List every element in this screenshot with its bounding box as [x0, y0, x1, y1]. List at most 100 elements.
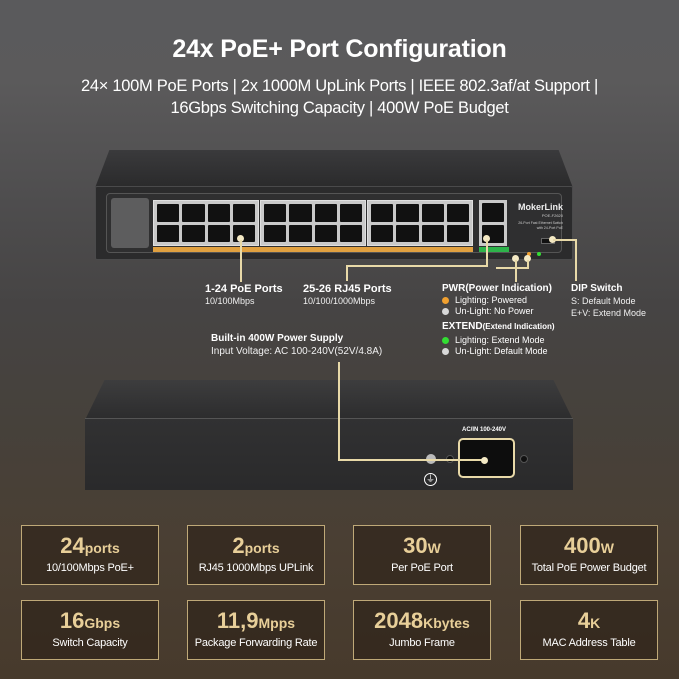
extend-legend-off-text: Un-Light: Default Mode — [455, 346, 548, 356]
ground-symbol-icon: ⏚ — [424, 473, 437, 486]
spec-value: 400W — [564, 533, 614, 558]
rj45-port-icon — [264, 204, 287, 222]
feature-summary-line-2: 16Gbps Switching Capacity | 400W PoE Bud… — [170, 99, 509, 117]
port-block-1 — [153, 200, 259, 246]
extend-title-suffix: (Extend Indication) — [482, 322, 555, 331]
spec-card-per-port-power: 30W Per PoE Port — [353, 525, 491, 585]
rj45-port-icon — [264, 224, 287, 242]
rj45-port-icon — [371, 204, 394, 222]
rj45-port-icon — [421, 204, 444, 222]
spec-card-switch-capacity: 16Gbps Switch Capacity — [21, 600, 159, 660]
spec-card-jumbo-frame: 2048Kbytes Jumbo Frame — [353, 600, 491, 660]
pwr-legend-powered: Lighting: Powered — [442, 295, 527, 305]
callout-line-uplink-drop — [346, 265, 348, 281]
rj45-port-icon — [446, 204, 469, 222]
spec-label: Total PoE Power Budget — [531, 562, 647, 574]
dip-switch-title: DIP Switch — [571, 283, 623, 294]
pwr-legend-no-power: Un-Light: No Power — [442, 306, 534, 316]
spec-label: Package Forwarding Rate — [194, 637, 318, 649]
dip-switch-default: S: Default Mode — [571, 296, 636, 306]
rj45-port-icon — [396, 204, 419, 222]
callout-line-poe — [240, 240, 242, 282]
grey-led-icon — [442, 307, 449, 315]
vent-grille — [111, 198, 149, 248]
callout-line-extend — [527, 260, 529, 268]
power-supply-voltage: Input Voltage: AC 100-240V(52V/4.8A) — [211, 346, 383, 357]
power-supply-title: Built-in 400W Power Supply — [211, 333, 344, 344]
rj45-port-icon — [421, 224, 444, 242]
pwr-legend-powered-text: Lighting: Powered — [455, 295, 528, 305]
rj45-port-icon — [289, 204, 312, 222]
rj45-port-icon — [289, 224, 312, 242]
spec-card-mac-table: 4K MAC Address Table — [520, 600, 658, 660]
spec-label: 10/100Mbps PoE+ — [46, 562, 134, 574]
pwr-led-icon — [527, 252, 531, 256]
spec-card-poe-ports: 24ports 10/100Mbps PoE+ — [21, 525, 159, 585]
callout-line-dip-h — [553, 239, 577, 241]
orange-led-icon — [442, 296, 449, 304]
rj45-port-icon — [207, 224, 230, 242]
callout-dot-poe — [237, 235, 244, 242]
brand-logo: MokerLink — [517, 202, 563, 212]
callout-dot-power — [481, 457, 488, 464]
rear-top-cover — [85, 380, 573, 420]
feature-summary-line-1: 24× 100M PoE Ports | 2x 1000M UpLink Por… — [81, 77, 598, 95]
page-title: 24x PoE+ Port Configuration — [172, 35, 507, 63]
callout-dot-pwr — [512, 255, 519, 262]
feature-summary: 24× 100M PoE Ports | 2x 1000M UpLink Por… — [0, 75, 679, 119]
spec-card-power-budget: 400W Total PoE Power Budget — [520, 525, 658, 585]
callout-line-extend-h — [496, 267, 529, 269]
callout-line-pwr — [515, 260, 517, 282]
port-block-3 — [367, 200, 473, 246]
extend-legend-on: Lighting: Extend Mode — [442, 335, 545, 345]
pwr-indicator-title: PWR(Power Indication) — [442, 283, 552, 294]
switch-description: 26-Port Fast Ethernet Switch with 24-Por… — [503, 221, 563, 231]
rj45-ports-label: 25-26 RJ45 Ports — [303, 283, 392, 295]
rj45-port-icon — [232, 204, 255, 222]
poe-ports-label: 1-24 PoE Ports — [205, 283, 283, 295]
uplink-indicator-strip — [479, 247, 509, 252]
ac-input-label: AC/IN 100-240V — [462, 427, 507, 433]
spec-value: 24ports — [60, 533, 120, 558]
rj45-port-icon — [314, 224, 337, 242]
spec-label: Per PoE Port — [391, 562, 453, 574]
rj45-ports-speed: 10/100/1000Mbps — [303, 296, 376, 306]
spec-label: MAC Address Table — [542, 637, 636, 649]
extend-indicator-title: EXTEND(Extend Indication) — [442, 321, 555, 332]
rj45-uplink-port-icon — [482, 203, 504, 222]
extend-led-icon — [537, 252, 541, 256]
description-line-1: 26-Port Fast Ethernet Switch — [518, 221, 563, 225]
uplink-port-block — [479, 200, 507, 246]
extend-legend-on-text: Lighting: Extend Mode — [455, 335, 545, 345]
spec-card-forwarding-rate: 11,9Mpps Package Forwarding Rate — [187, 600, 325, 660]
grey-led-icon — [442, 347, 449, 355]
rj45-port-icon — [182, 224, 205, 242]
rj45-port-icon — [446, 224, 469, 242]
spec-value: 11,9Mpps — [216, 608, 296, 633]
extend-legend-off: Un-Light: Default Mode — [442, 346, 548, 356]
callout-dot-dip — [549, 236, 556, 243]
rj45-port-icon — [396, 224, 419, 242]
spec-value: 30W — [403, 533, 441, 558]
rj45-port-icon — [157, 224, 180, 242]
callout-line-power-v — [338, 362, 340, 460]
spec-label: Jumbo Frame — [389, 637, 455, 649]
rj45-port-icon — [339, 224, 362, 242]
front-bezel: MokerLink POE-F2620 26-Port Fast Etherne… — [106, 193, 563, 256]
extend-title: EXTEND — [442, 321, 483, 332]
rj45-port-icon — [339, 204, 362, 222]
rj45-port-icon — [207, 204, 230, 222]
spec-value: 16Gbps — [59, 608, 121, 633]
green-led-icon — [442, 336, 449, 344]
switch-top-cover — [95, 150, 573, 188]
spec-value: 2048Kbytes — [374, 608, 470, 633]
callout-dot-uplink — [483, 235, 490, 242]
spec-value: 4K — [577, 608, 601, 633]
callout-dot-extend — [524, 255, 531, 262]
switch-front-panel: MokerLink POE-F2620 26-Port Fast Etherne… — [95, 186, 573, 260]
rj45-port-icon — [182, 204, 205, 222]
rj45-port-icon — [314, 204, 337, 222]
callout-line-uplink-h — [346, 265, 488, 267]
spec-card-uplink-ports: 2ports RJ45 1000Mbps UPLink — [187, 525, 325, 585]
